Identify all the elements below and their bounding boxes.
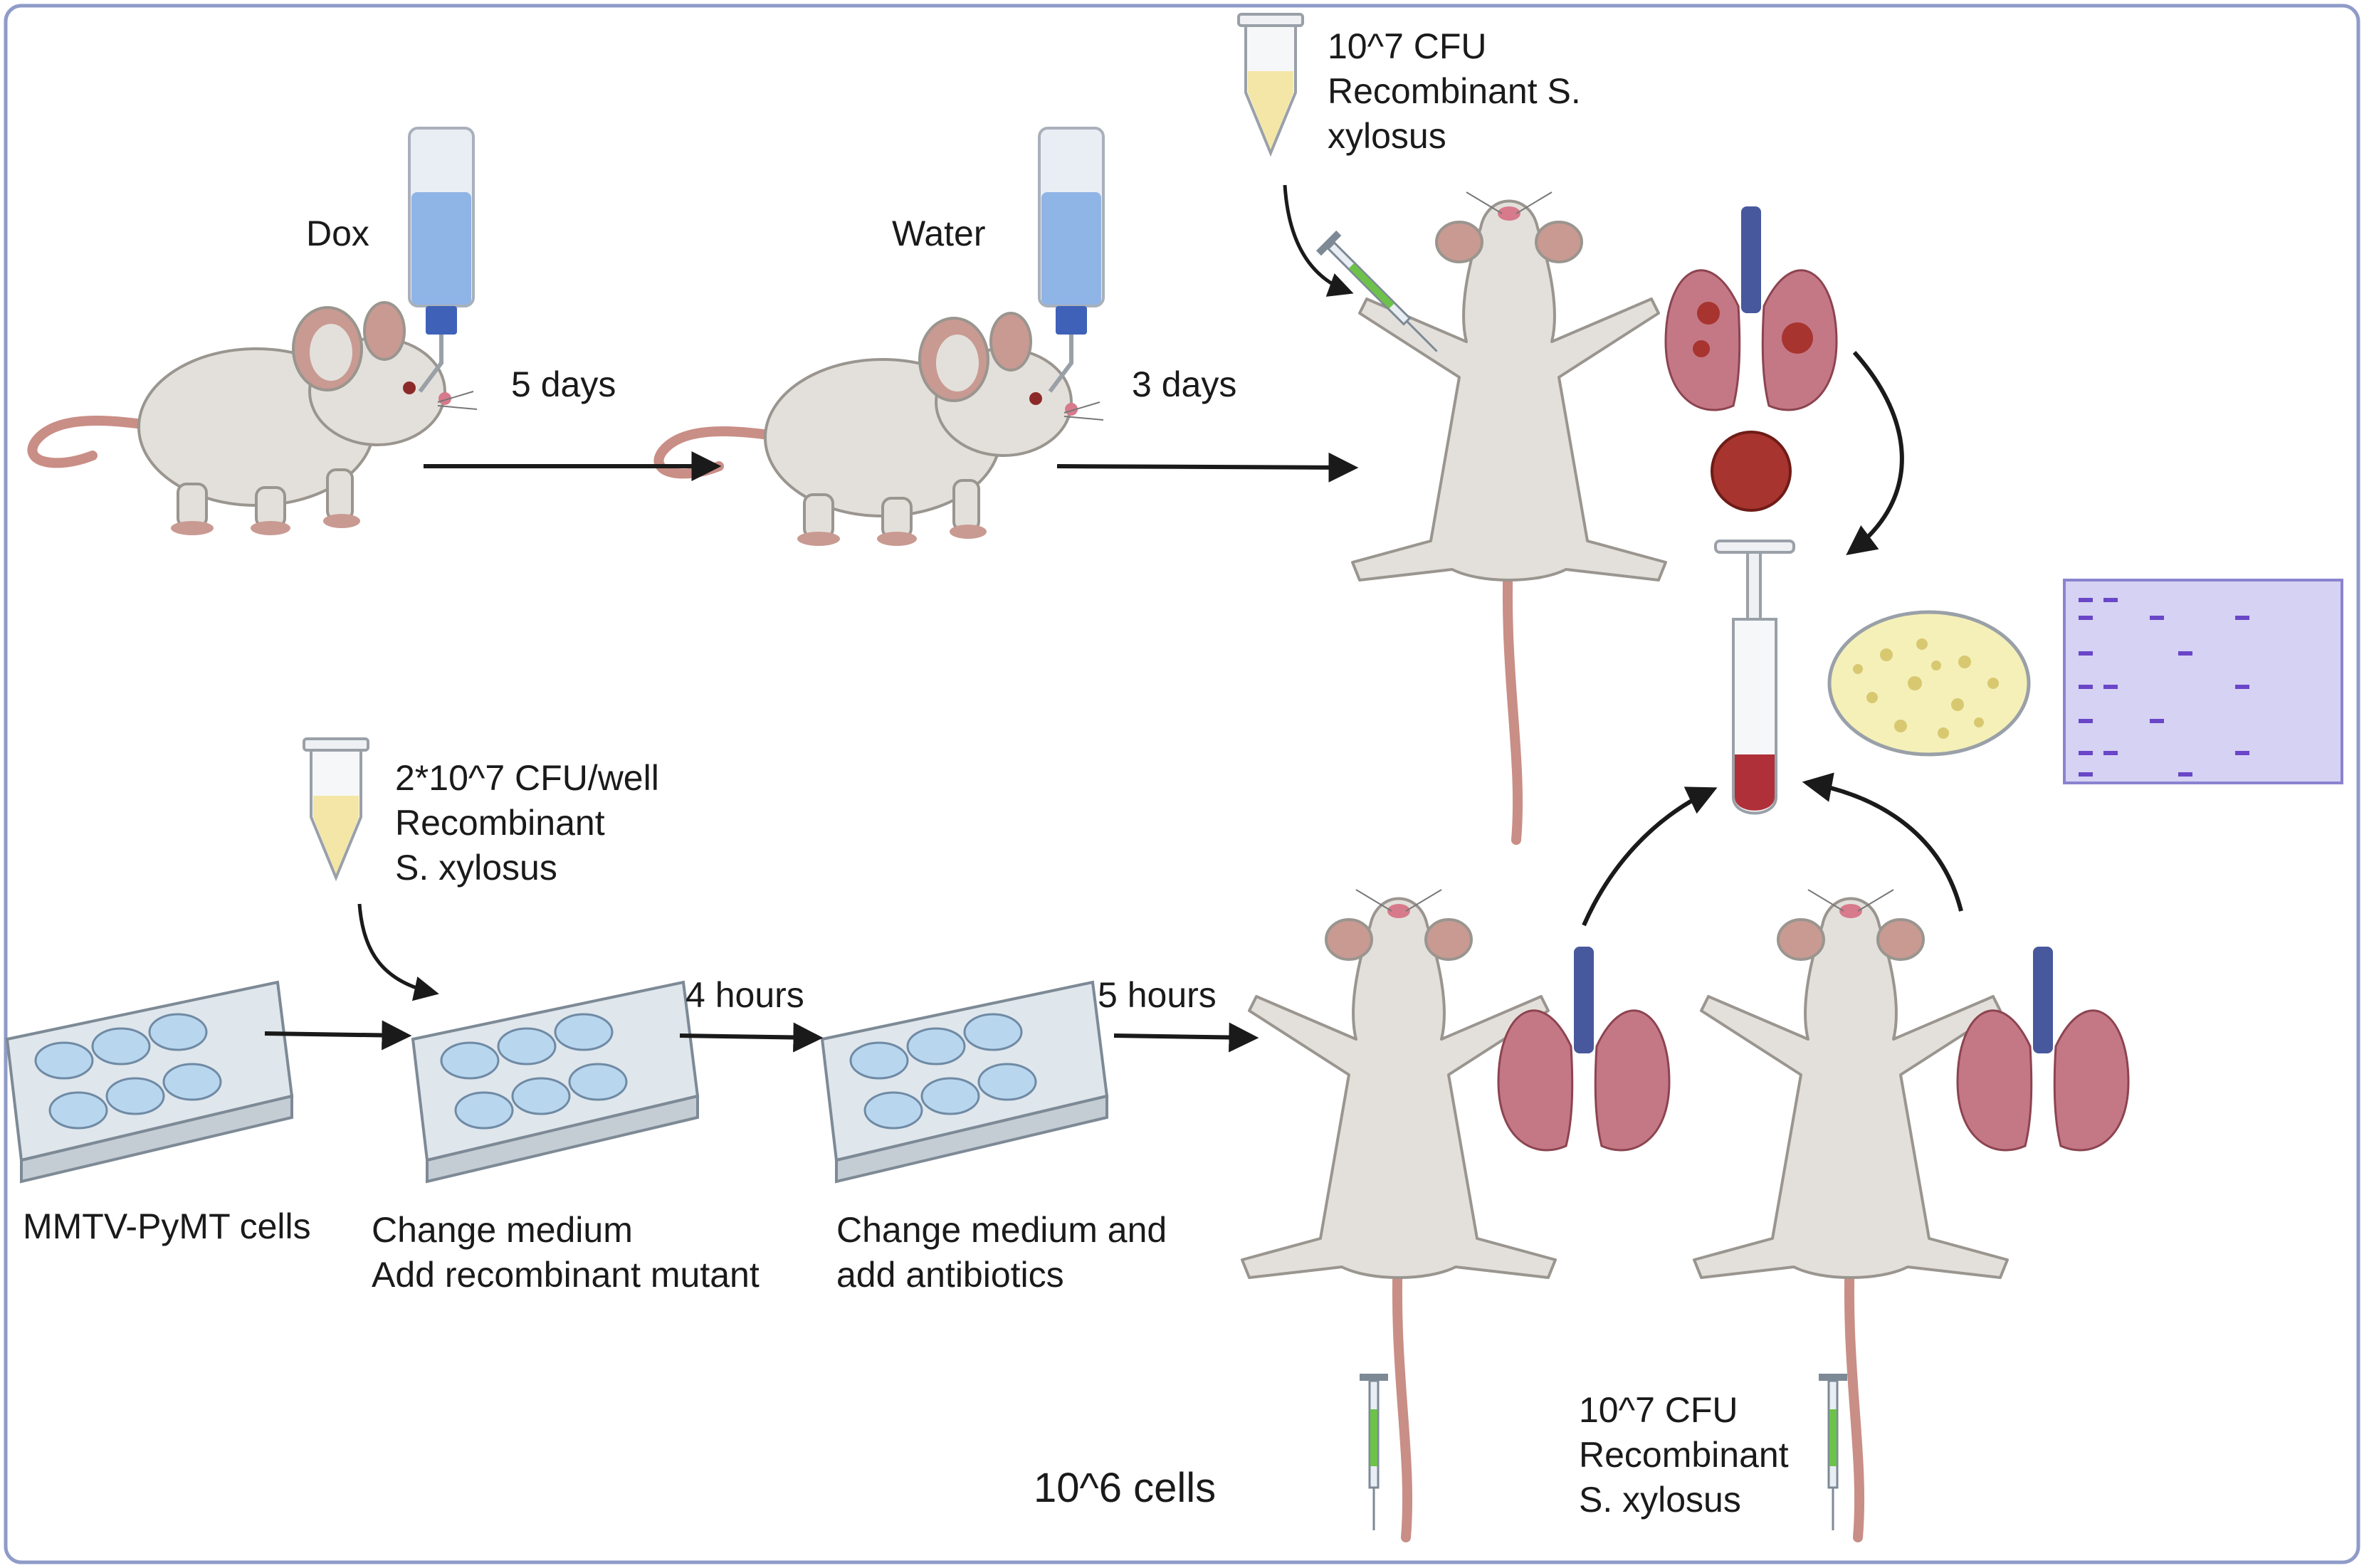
change-antibiotics-line2: add antibiotics [836,1255,1064,1295]
arrow-3days [1056,452,1359,483]
cfu-bottom-line3: S. xylosus [1579,1480,1741,1520]
label-5hours: 5 hours [1098,975,1217,1015]
label-cells-count: 10^6 cells [1034,1465,1216,1511]
agar-plate [1827,610,2031,757]
arrow-plate-3 [1113,1022,1259,1053]
label-change-antibiotics: Change medium and add antibiotics [836,1210,1177,1295]
arrow-to-homogenizer [1846,351,1904,556]
change-medium-line2: Add recombinant mutant [372,1255,760,1295]
tumor-mass [1711,431,1792,512]
arrow-tube-top [1283,184,1354,297]
cfu-bottom-line2: Recombinant [1579,1435,1789,1475]
cfu-bottom-line1: 10^7 CFU [1579,1390,1738,1430]
arrow-lungs-bacteria-to-tube [1802,772,1963,912]
cfu-top-line3: xylosus [1328,116,1446,156]
label-cfu-top: 10^7 CFU Recombinant S. xylosus [1328,26,1591,156]
label-4hours: 4 hours [685,975,804,1015]
label-dox: Dox [306,214,369,253]
label-mmtv-cells: MMTV-PyMT cells [23,1206,311,1246]
label-water: Water [892,214,986,253]
lung-nodule-2 [1693,340,1710,357]
label-5days: 5 days [511,364,616,404]
lung-nodule-1 [1697,302,1720,325]
arrow-tube-well [357,903,439,1001]
homogenizer-tube [1714,540,1795,815]
label-change-medium: Change medium Add recombinant mutant [372,1210,760,1295]
cfu-well-line2: Recombinant [395,803,605,843]
gel-image [2063,579,2343,784]
cfu-well-line3: S. xylosus [395,848,557,888]
arrow-plate-1 [264,1020,412,1051]
change-antibiotics-line1: Change medium and [836,1210,1167,1250]
change-medium-line1: Change medium [372,1210,633,1250]
arrow-plate-2 [679,1022,824,1053]
arrow-lungs-cells-to-tube [1582,786,1718,927]
label-3days: 3 days [1132,364,1236,404]
label-cfu-bottom: 10^7 CFU Recombinant S. xylosus [1579,1390,1799,1520]
label-cfu-well: 2*10^7 CFU/well Recombinant S. xylosus [395,758,669,888]
lung-nodule-3 [1782,322,1813,354]
cfu-top-line2: Recombinant S. [1328,71,1581,111]
cfu-well-line1: 2*10^7 CFU/well [395,758,659,798]
cfu-top-line1: 10^7 CFU [1328,26,1487,66]
